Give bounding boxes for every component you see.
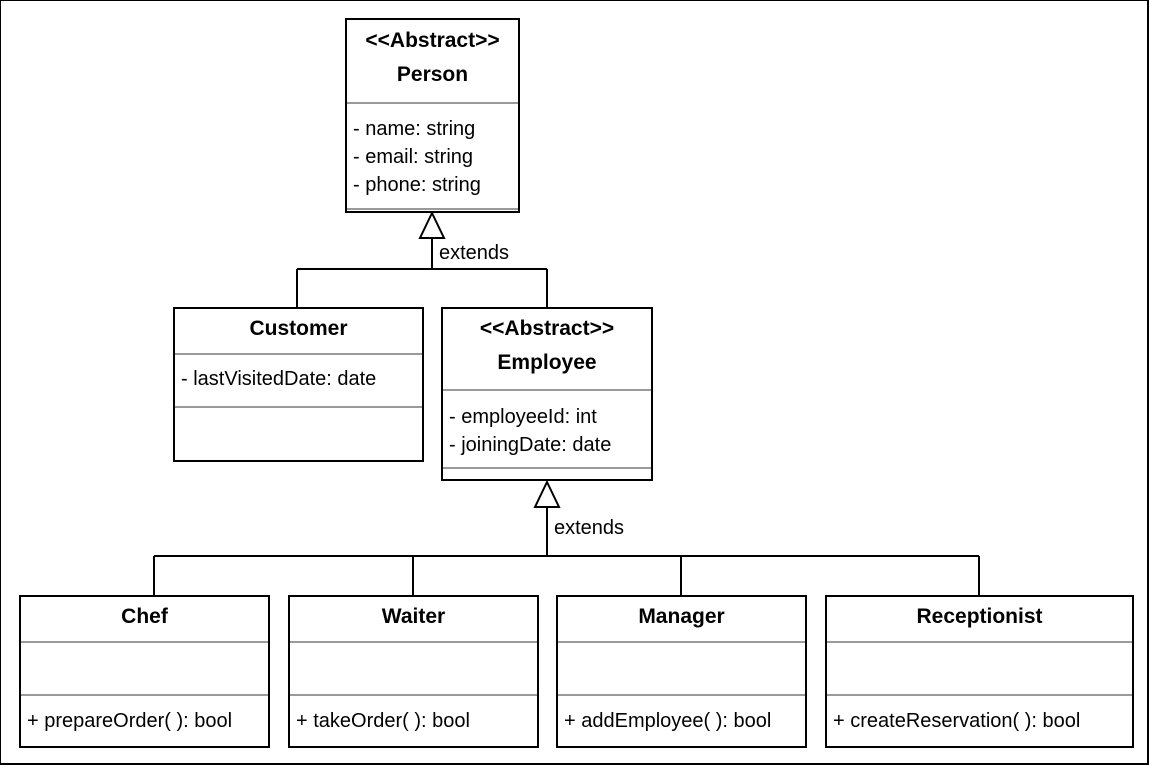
class-customer[interactable]: Customer - lastVisitedDate: date [173, 307, 424, 462]
person-attribute: - phone: string [353, 174, 481, 196]
class-waiter[interactable]: Waiter + takeOrder( ): bool [288, 595, 539, 748]
person-methods-divider [347, 208, 518, 210]
employee-divider [443, 389, 651, 391]
receptionist-method: + createReservation( ): bool [833, 710, 1081, 732]
receptionist-divider [827, 641, 1132, 643]
class-manager[interactable]: Manager + addEmployee( ): bool [556, 595, 807, 748]
waiter-divider [290, 641, 537, 643]
receptionist-class-name: Receptionist [916, 605, 1043, 628]
person-stereotype: <<Abstract>> [365, 29, 500, 52]
person-generalization-arrowhead [418, 210, 446, 239]
chef-methods-divider [21, 694, 268, 696]
person-divider [347, 102, 518, 104]
customer-divider [175, 353, 422, 355]
person-attribute: - email: string [353, 146, 474, 168]
manager-method: + addEmployee( ): bool [564, 710, 772, 732]
person-class-name: Person [396, 63, 469, 86]
chef-divider [21, 641, 268, 643]
chef-class-name: Chef [121, 605, 168, 628]
employee-class-name: Employee [497, 351, 597, 374]
chef-method: + prepareOrder( ): bool [27, 710, 233, 732]
person-attribute: - name: string [353, 118, 476, 140]
class-receptionist[interactable]: Receptionist + createReservation( ): boo… [825, 595, 1134, 748]
employee-stereotype: <<Abstract>> [479, 317, 615, 340]
class-chef[interactable]: Chef + prepareOrder( ): bool [19, 595, 270, 748]
manager-class-name: Manager [638, 605, 725, 628]
manager-divider [558, 641, 805, 643]
manager-methods-divider [558, 694, 805, 696]
receptionist-methods-divider [827, 694, 1132, 696]
class-employee[interactable]: <<Abstract>> Employee - employeeId: int … [441, 307, 653, 481]
employee-generalization-arrowhead [533, 479, 561, 508]
employee-attribute: - employeeId: int [449, 406, 597, 428]
class-person[interactable]: <<Abstract>> Person - name: string - ema… [345, 18, 520, 213]
customer-methods-divider [175, 406, 422, 408]
waiter-class-name: Waiter [381, 605, 446, 628]
customer-class-name: Customer [249, 317, 348, 340]
employee-extends-label: extends [554, 517, 625, 539]
person-extends-label: extends [439, 242, 510, 264]
waiter-method: + takeOrder( ): bool [296, 710, 470, 732]
waiter-methods-divider [290, 694, 537, 696]
customer-attribute: - lastVisitedDate: date [181, 368, 377, 390]
employee-methods-divider [443, 467, 651, 469]
employee-attribute: - joiningDate: date [449, 434, 612, 456]
